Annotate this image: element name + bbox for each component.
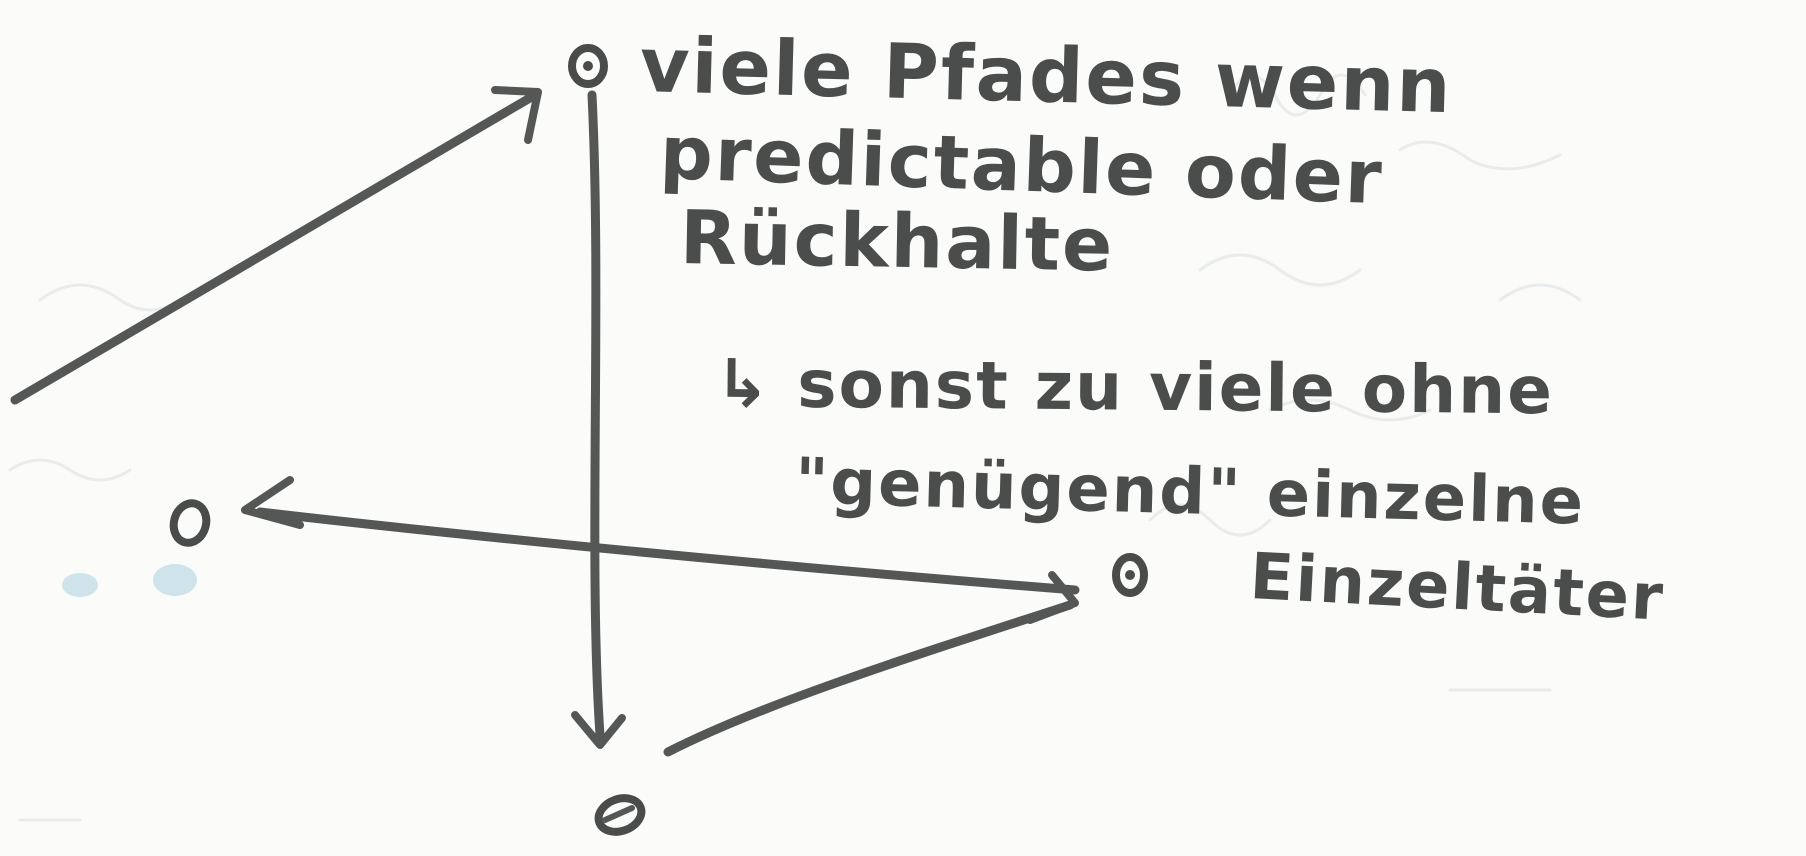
arrowhead-bottom [571,711,626,749]
arrow-line-top-to-bottom [587,90,605,740]
arrow-line-bottom-to-right [663,600,1075,757]
arrow-line-left-to-top [10,90,540,405]
arrowhead-top [491,86,542,144]
node-top [568,44,608,88]
node-right [1112,553,1148,597]
note-arrow-line1: ↳ sonst zu viele ohne [714,345,1555,430]
node-bottom [594,794,646,836]
arrowhead-right [1026,571,1079,624]
arrow-line-right-to-left [255,507,1080,595]
note-top-line3: Rückhalte [679,195,1115,289]
arrowhead-left [241,476,304,529]
bleed-through-marks [8,73,1582,822]
node-left [169,499,211,547]
